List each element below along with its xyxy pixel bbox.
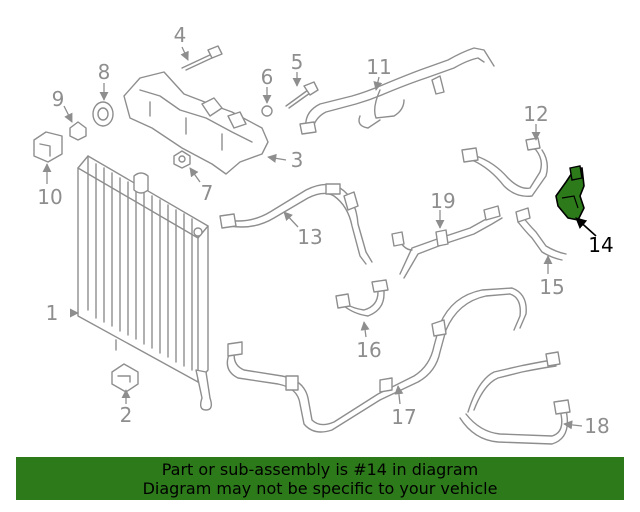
parts-diagram: 1 2 3 4 5 6 7 8 9 10 11 12 13 14 15 16 1… bbox=[33, 23, 614, 445]
banner-line-disclaimer: Diagram may not be specific to your vehi… bbox=[142, 478, 498, 498]
bolt-part-4 bbox=[181, 45, 223, 71]
radiator-part bbox=[77, 155, 213, 411]
hose-part-19 bbox=[391, 205, 503, 279]
hose-part-16 bbox=[335, 279, 389, 317]
bracket-part-14-highlighted bbox=[555, 165, 585, 221]
callout-6: 6 bbox=[261, 65, 274, 89]
callout-11: 11 bbox=[366, 55, 391, 79]
callout-15: 15 bbox=[539, 275, 564, 299]
callout-17: 17 bbox=[391, 405, 416, 429]
callout-10: 10 bbox=[37, 185, 62, 209]
hose-part-12 bbox=[461, 137, 549, 197]
callout-1: 1 bbox=[46, 301, 59, 325]
hose-part-15 bbox=[515, 207, 567, 261]
callout-2: 2 bbox=[120, 403, 133, 427]
hose-part-18 bbox=[459, 351, 571, 445]
callout-9: 9 bbox=[52, 87, 65, 111]
clip-part-9 bbox=[69, 121, 87, 141]
washer-part-6 bbox=[261, 105, 273, 117]
hose-part-11 bbox=[299, 47, 495, 135]
callout-4: 4 bbox=[174, 23, 187, 47]
callout-5: 5 bbox=[291, 50, 304, 74]
callout-12: 12 bbox=[523, 102, 548, 126]
grommet-part-8 bbox=[92, 101, 114, 127]
hose-part-13 bbox=[219, 183, 373, 265]
sensor-part-10 bbox=[33, 131, 63, 163]
callout-7: 7 bbox=[201, 181, 214, 205]
diagram-notice-banner: Part or sub-assembly is #14 in diagram D… bbox=[16, 457, 624, 500]
banner-line-part-reference: Part or sub-assembly is #14 in diagram bbox=[161, 459, 479, 479]
bolt-part-5 bbox=[285, 81, 319, 109]
callout-19: 19 bbox=[430, 189, 455, 213]
nut-part-7 bbox=[173, 150, 191, 169]
callout-14-highlighted: 14 bbox=[588, 233, 613, 257]
mount-part-2 bbox=[111, 363, 139, 393]
callout-8: 8 bbox=[98, 60, 111, 84]
callout-leaders bbox=[42, 46, 597, 430]
callout-13: 13 bbox=[297, 225, 322, 249]
shroud-part-3 bbox=[123, 71, 269, 175]
callout-16: 16 bbox=[356, 338, 381, 362]
callout-3: 3 bbox=[291, 148, 304, 172]
callout-18: 18 bbox=[584, 414, 609, 438]
